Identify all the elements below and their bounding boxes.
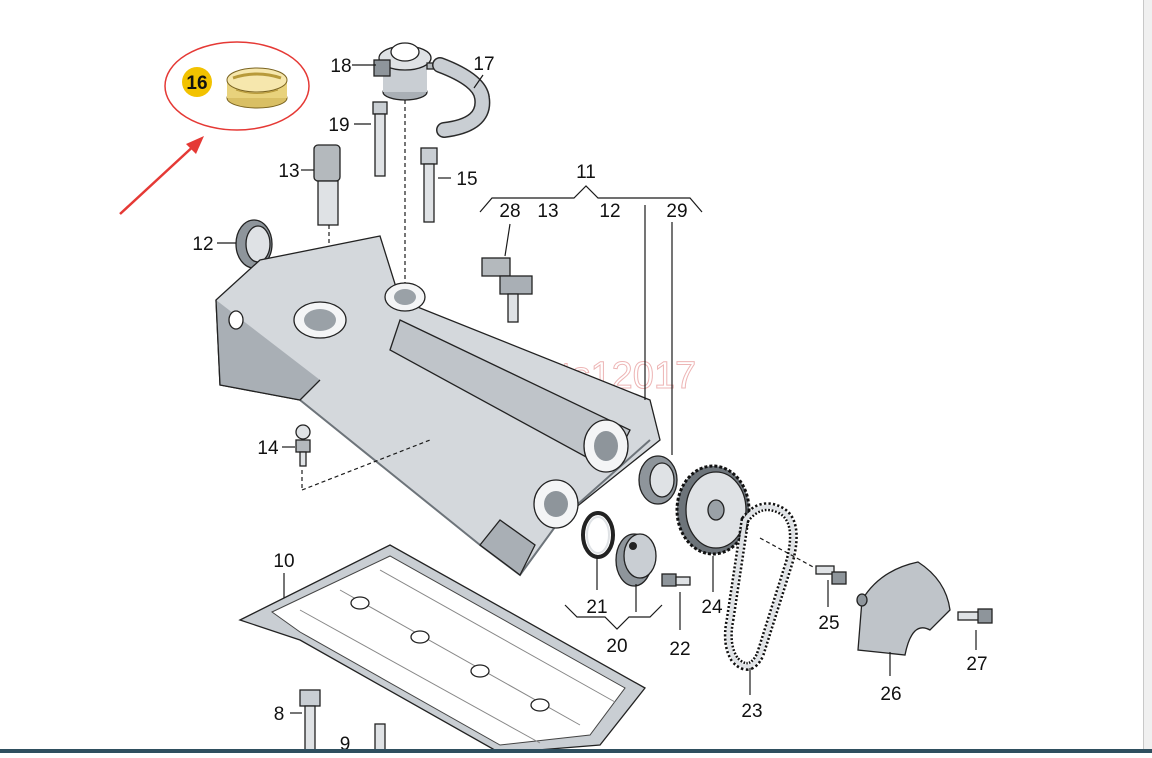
- label-16: 16: [186, 73, 207, 94]
- highlight-circle: [164, 41, 310, 131]
- label-23: 23: [741, 701, 762, 722]
- label-13-right: 13: [537, 201, 558, 222]
- bracket-11: [479, 185, 703, 213]
- bolt-8: [299, 689, 321, 751]
- label-12-left: 12: [192, 234, 213, 255]
- label-26: 26: [880, 684, 901, 705]
- label-13-left: 13: [278, 161, 299, 182]
- label-28: 28: [499, 201, 520, 222]
- bolt-25: [815, 565, 847, 585]
- badge-16: [182, 67, 212, 97]
- breather-valve: [373, 42, 438, 101]
- seal-ring-29: [638, 455, 678, 505]
- label-29: 29: [666, 201, 687, 222]
- label-22: 22: [669, 639, 690, 660]
- highlight-arrow-shaft: [119, 141, 199, 215]
- window-bottom-edge: [0, 749, 1152, 753]
- label-12-right: 12: [599, 201, 620, 222]
- window-right-edge: [1143, 0, 1152, 753]
- label-9: 9: [340, 734, 351, 753]
- bolt-15: [420, 147, 438, 223]
- label-10: 10: [273, 551, 294, 572]
- label-14: 14: [257, 438, 279, 459]
- label-19: 19: [328, 115, 349, 136]
- belt-guard: [857, 561, 951, 656]
- label-11: 11: [576, 162, 596, 183]
- label-27: 27: [966, 654, 987, 675]
- bolt-27: [957, 608, 993, 624]
- bolt-22: [661, 573, 691, 587]
- cover-cap: [615, 533, 657, 587]
- label-17: 17: [473, 54, 494, 75]
- camshaft-solenoid: [313, 144, 341, 226]
- bracket-20: [564, 604, 663, 630]
- camshaft-housing: [215, 235, 661, 577]
- label-18: 18: [330, 56, 351, 77]
- label-15: 15: [456, 169, 477, 190]
- seal-ring-12: [235, 219, 273, 269]
- ball-stud: [295, 424, 311, 467]
- highlight-arrow-head: [186, 136, 204, 154]
- label-20: 20: [606, 636, 627, 657]
- label-21: 21: [586, 597, 607, 618]
- oil-filler-cap: [226, 67, 288, 109]
- bolt-19: [372, 101, 388, 177]
- label-8: 8: [274, 704, 285, 725]
- cover-gasket: [238, 544, 646, 754]
- o-ring-21: [581, 511, 615, 559]
- position-sensor: [481, 257, 533, 323]
- label-25: 25: [818, 613, 839, 634]
- camshaft-gear: [675, 464, 751, 556]
- label-24: 24: [701, 597, 723, 618]
